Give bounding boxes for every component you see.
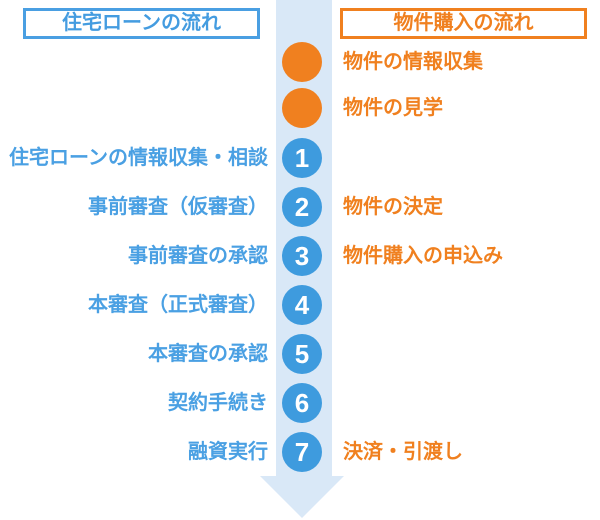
property-flow-header: 物件購入の流れ xyxy=(340,8,587,39)
loan-step-label-1: 住宅ローンの情報収集・相談 xyxy=(9,147,268,169)
loan-step-number-1: 1 xyxy=(294,143,310,173)
loan-step-label-6: 契約手続き xyxy=(168,392,268,414)
loan-step-number-7: 7 xyxy=(294,437,310,467)
loan-step-number-2: 2 xyxy=(294,192,310,222)
loan-step-number-6: 6 xyxy=(294,388,310,418)
loan-step-number-3: 3 xyxy=(294,241,310,271)
loan-step-number-5: 5 xyxy=(294,339,310,369)
loan-step-number-4: 4 xyxy=(294,290,310,320)
loan-step-circle-2: 2 xyxy=(282,187,322,227)
property-step-label-5: 決済・引渡し xyxy=(343,441,463,463)
loan-step-circle-3: 3 xyxy=(282,236,322,276)
loan-step-label-4: 本審査（正式審査） xyxy=(88,294,268,316)
loan-step-circle-7: 7 xyxy=(282,432,322,472)
loan-step-circle-4: 4 xyxy=(282,285,322,325)
property-step-dot-2 xyxy=(282,88,322,128)
loan-step-label-7: 融資実行 xyxy=(188,441,268,463)
flow-arrow-head-icon xyxy=(260,476,344,518)
property-step-label-4: 物件購入の申込み xyxy=(343,245,503,267)
loan-step-circle-5: 5 xyxy=(282,334,322,374)
property-step-label-1: 物件の情報収集 xyxy=(343,51,483,73)
loan-step-circle-6: 6 xyxy=(282,383,322,423)
loan-step-circle-1: 1 xyxy=(282,138,322,178)
property-step-label-3: 物件の決定 xyxy=(343,196,443,218)
loan-flow-header: 住宅ローンの流れ xyxy=(23,8,260,39)
loan-step-label-2: 事前審査（仮審査） xyxy=(88,196,268,218)
loan-step-label-5: 本審査の承認 xyxy=(148,343,268,365)
property-step-dot-1 xyxy=(282,42,322,82)
loan-step-label-3: 事前審査の承認 xyxy=(128,245,268,267)
property-step-label-2: 物件の見学 xyxy=(343,97,443,119)
